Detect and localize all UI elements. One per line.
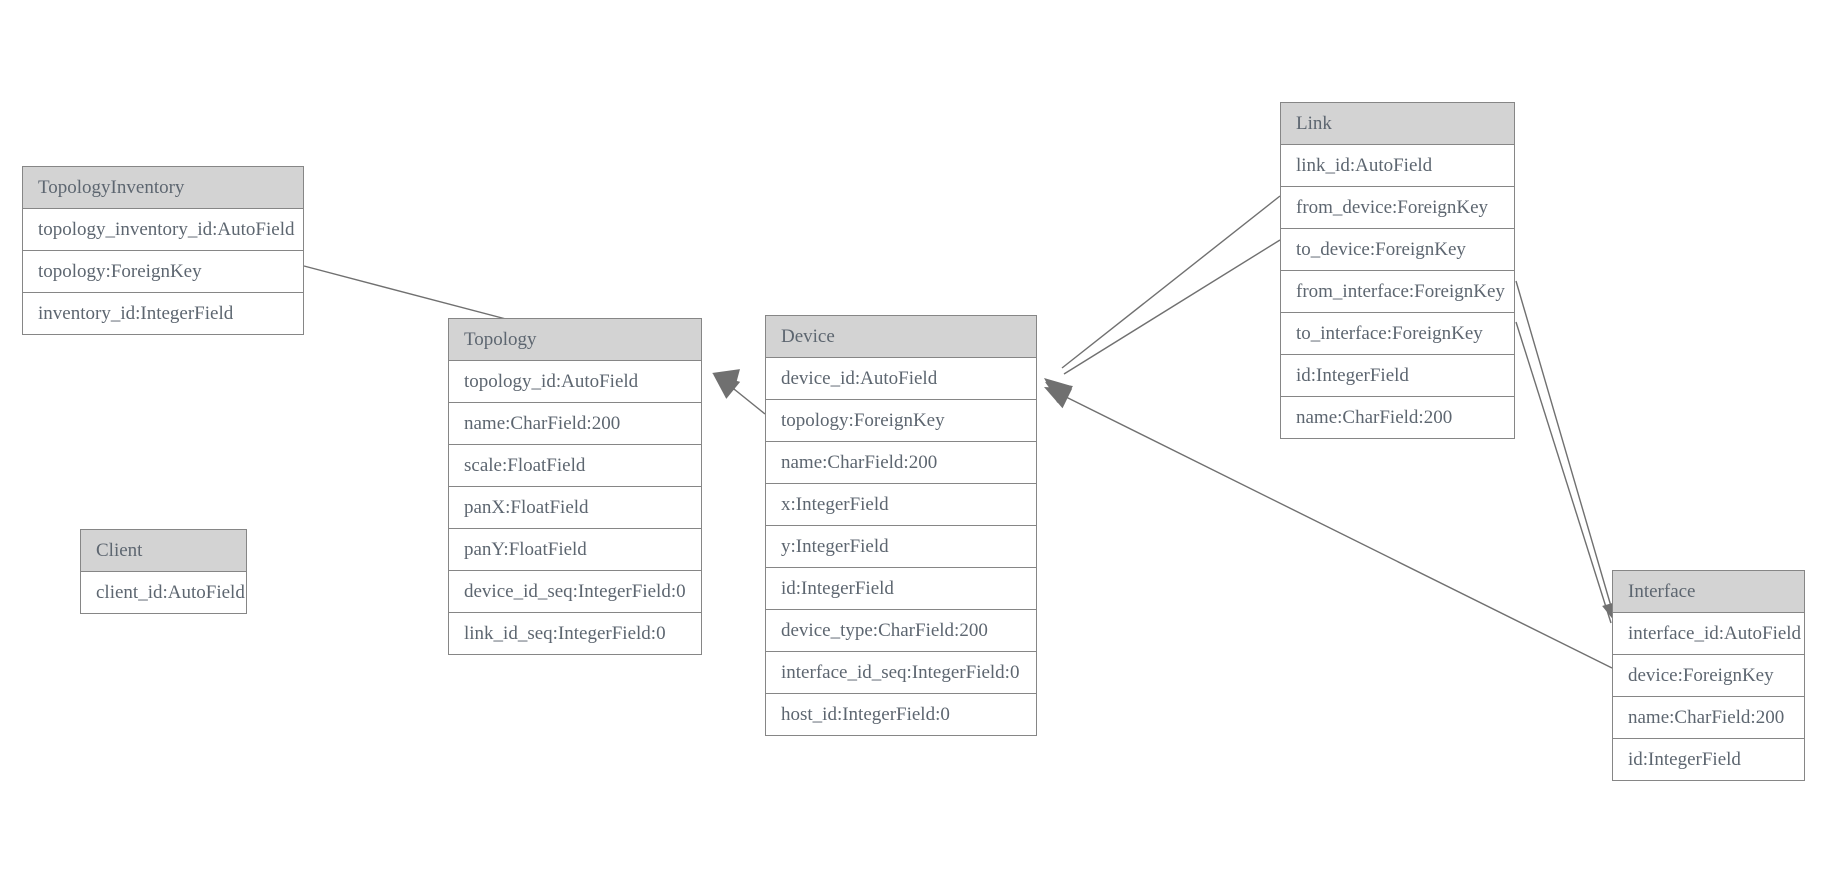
entity-field: to_interface:ForeignKey bbox=[1281, 313, 1514, 355]
entity-title-link: Link bbox=[1281, 103, 1514, 145]
entity-field: device_type:CharField:200 bbox=[766, 610, 1036, 652]
entity-field: name:CharField:200 bbox=[766, 442, 1036, 484]
relationship-edge bbox=[1061, 195, 1281, 369]
relationship-edge bbox=[1063, 239, 1281, 375]
relationship-arrowhead bbox=[1044, 378, 1072, 403]
entity-field: topology_id:AutoField bbox=[449, 361, 701, 403]
entity-field: topology:ForeignKey bbox=[23, 251, 303, 293]
entity-field: y:IntegerField bbox=[766, 526, 1036, 568]
entity-field: name:CharField:200 bbox=[1613, 697, 1804, 739]
entity-field: panX:FloatField bbox=[449, 487, 701, 529]
entity-field: link_id_seq:IntegerField:0 bbox=[449, 613, 701, 654]
entity-title-topology: Topology bbox=[449, 319, 701, 361]
relationship-arrowhead bbox=[712, 369, 740, 391]
relationship-edge bbox=[1515, 280, 1616, 621]
entity-field: name:CharField:200 bbox=[1281, 397, 1514, 438]
entity-field: inventory_id:IntegerField bbox=[23, 293, 303, 334]
entity-field: client_id:AutoField bbox=[81, 572, 246, 613]
entity-field: topology_inventory_id:AutoField bbox=[23, 209, 303, 251]
entity-field: to_device:ForeignKey bbox=[1281, 229, 1514, 271]
entity-title-topologyinventory: TopologyInventory bbox=[23, 167, 303, 209]
entity-field: interface_id:AutoField bbox=[1613, 613, 1804, 655]
relationship-arrowhead bbox=[713, 374, 741, 399]
entity-field: from_device:ForeignKey bbox=[1281, 187, 1514, 229]
entity-field: id:IntegerField bbox=[766, 568, 1036, 610]
relationship-arrowhead bbox=[1045, 382, 1073, 405]
relationship-edge bbox=[1515, 321, 1612, 624]
entity-field: scale:FloatField bbox=[449, 445, 701, 487]
entity-field: id:IntegerField bbox=[1281, 355, 1514, 397]
entity-field: x:IntegerField bbox=[766, 484, 1036, 526]
entity-field: id:IntegerField bbox=[1613, 739, 1804, 780]
entity-field: device:ForeignKey bbox=[1613, 655, 1804, 697]
entity-field: topology:ForeignKey bbox=[766, 400, 1036, 442]
entity-field: from_interface:ForeignKey bbox=[1281, 271, 1514, 313]
entity-field: panY:FloatField bbox=[449, 529, 701, 571]
relationship-arrowhead bbox=[1044, 387, 1073, 409]
entity-field: link_id:AutoField bbox=[1281, 145, 1514, 187]
entity-title-device: Device bbox=[766, 316, 1036, 358]
entity-title-interface: Interface bbox=[1613, 571, 1804, 613]
entity-field: host_id:IntegerField:0 bbox=[766, 694, 1036, 735]
entity-field: interface_id_seq:IntegerField:0 bbox=[766, 652, 1036, 694]
entity-field: device_id:AutoField bbox=[766, 358, 1036, 400]
entity-field: device_id_seq:IntegerField:0 bbox=[449, 571, 701, 613]
relationship-edge bbox=[723, 380, 766, 415]
entity-field: name:CharField:200 bbox=[449, 403, 701, 445]
entity-title-client: Client bbox=[81, 530, 246, 572]
